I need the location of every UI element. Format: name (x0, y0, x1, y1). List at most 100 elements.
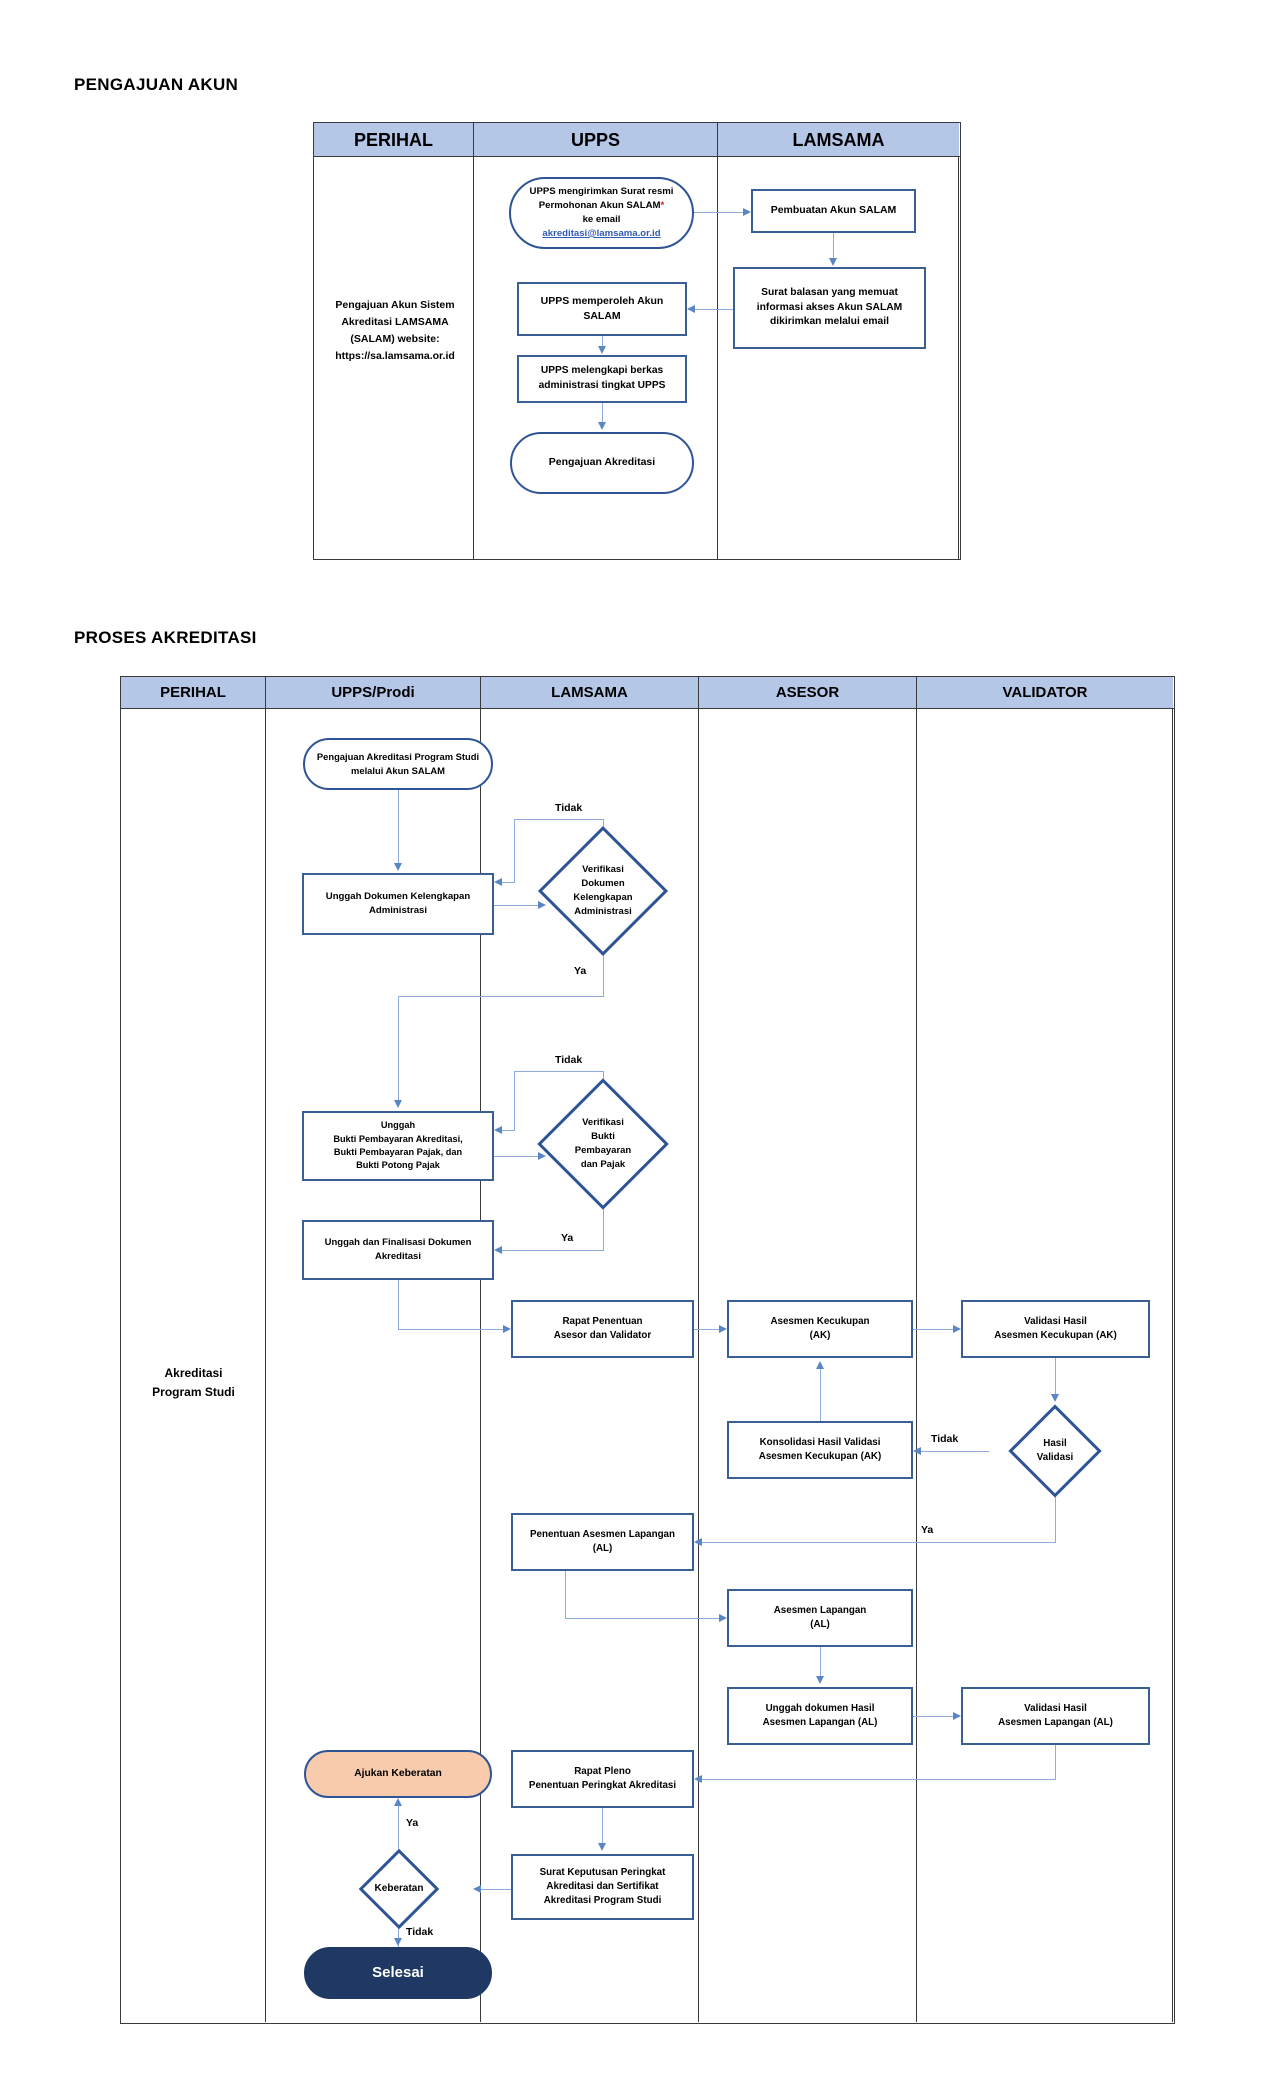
edge-penentuan-al-to-asesmen-lapangan (565, 1618, 719, 1620)
lane-column-perihal (314, 157, 474, 559)
lane2-header-perihal-label: PERIHAL (160, 684, 226, 701)
edge-asesmen-lapangan-to-unggah-al (820, 1647, 822, 1677)
required-asterisk: * (660, 200, 665, 212)
swimlane-chart-pengajuan-akun: PERIHAL UPPS LAMSAMA Pengajuan Akun Sist… (313, 122, 961, 560)
edge-label-ya-4: Ya (406, 1817, 419, 1829)
node-label: Unggah dan Finalisasi Dokumen Akreditasi (324, 1237, 472, 1262)
edge-validasi-al-to-rapat-pleno (702, 1779, 1056, 1781)
node-label: Unggah Bukti Pembayaran Akreditasi, Bukt… (333, 1120, 463, 1171)
node-label: Validasi Hasil Asesmen Lapangan (AL) (998, 1702, 1113, 1728)
lane2-header-upps-prodi: UPPS/Prodi (266, 677, 481, 708)
edge-asesmen-kecukupan-to-validasi (913, 1329, 953, 1331)
node-konsolidasi-hasil-validasi: Konsolidasi Hasil Validasi Asesmen Kecuk… (727, 1421, 913, 1479)
node-label: Selesai (372, 1964, 424, 1982)
edge-verifikasi-bukti-tidak-into-box (502, 1130, 515, 1132)
edge-label-tidak-4: Tidak (406, 1926, 434, 1938)
edge-arrow-left (473, 1884, 481, 1893)
edge-label-ya-3: Ya (921, 1524, 934, 1536)
edge-arrow-right (503, 1324, 511, 1333)
edge-verifikasi-bukti-tidak-up (603, 1071, 605, 1083)
node-verifikasi-dokumen-decision: Verifikasi Dokumen Kelengkapan Administr… (518, 825, 688, 957)
node-label: UPPS melengkapi berkas administrasi ting… (538, 365, 666, 391)
lane-header-lamsama: LAMSAMA (718, 123, 959, 156)
edge-verifikasi-ya-left (398, 996, 604, 998)
edge-arrow-down (598, 346, 606, 354)
lane2-header-lamsama: LAMSAMA (481, 677, 699, 708)
lane-body-2: Akreditasi Program Studi Pengajuan Akred… (121, 709, 1174, 2022)
edge-verifikasi-tidak-down (514, 819, 516, 882)
node-rapat-penentuan-asesor: Rapat Penentuan Asesor dan Validator (511, 1300, 694, 1358)
swimlane-chart-proses-akreditasi: PERIHAL UPPS/Prodi LAMSAMA ASESOR VALIDA… (120, 676, 1175, 2024)
node-validasi-hasil-al: Validasi Hasil Asesmen Lapangan (AL) (961, 1687, 1150, 1745)
node-label: Hasil Validasi (1036, 1437, 1074, 1463)
edge-arrow-right (953, 1711, 961, 1720)
node-label: Keberatan (374, 1882, 424, 1894)
node-lamsama-pembuatan-akun: Pembuatan Akun SALAM (751, 189, 916, 233)
lane2-column-lamsama (481, 709, 699, 2022)
edge-verifikasi-tidak-left (514, 819, 604, 821)
edge-unggah-al-to-validasi-al (913, 1716, 953, 1718)
edge-upps-surat-to-pembuatan (694, 212, 743, 214)
edge-memperoleh-to-melengkapi (602, 336, 604, 347)
node-label: Verifikasi Dokumen Kelengkapan Administr… (573, 864, 633, 917)
edge-arrow-up (394, 1798, 402, 1806)
edge-surat-keputusan-to-keberatan (481, 1889, 512, 1891)
edge-validasi-al-down (1055, 1745, 1057, 1779)
node-upps-kirim-surat: UPPS mengirimkan Surat resmi Permohonan … (509, 177, 694, 249)
email-link[interactable]: akreditasi@lamsama.or.id (542, 227, 661, 239)
edge-melengkapi-to-pengajuan (602, 403, 604, 423)
lane-header-perihal-label: PERIHAL (353, 129, 433, 150)
edge-label-tidak-3: Tidak (931, 1433, 959, 1445)
edge-arrow-down (816, 1676, 824, 1684)
lane2-header-validator-label: VALIDATOR (1002, 684, 1088, 701)
node-label: Unggah dokumen Hasil Asesmen Lapangan (A… (762, 1702, 878, 1728)
node-label: Surat Keputusan Peringkat Akreditasi dan… (539, 1866, 666, 1907)
node-surat-keputusan-peringkat: Surat Keputusan Peringkat Akreditasi dan… (511, 1854, 694, 1920)
edge-pembuatan-to-surat-balasan (833, 233, 835, 259)
edge-keberatan-ya-up (398, 1806, 400, 1852)
edge-verifikasi-tidak-up (603, 819, 605, 831)
node-label: Pembuatan Akun SALAM (770, 204, 897, 217)
edge-verifikasi-bukti-tidak-left (514, 1071, 604, 1073)
node-label: Pengajuan Akreditasi Program Studi melal… (316, 751, 480, 776)
edge-arrow-left (494, 1125, 502, 1134)
lane-header-upps-label: UPPS (570, 129, 621, 150)
lane2-column-asesor (699, 709, 917, 2022)
lane2-header-asesor-label: ASESOR (775, 684, 840, 701)
node-label: Verifikasi Bukti Pembayaran dan Pajak (574, 1117, 632, 1170)
node-label: Rapat Penentuan Asesor dan Validator (553, 1315, 652, 1341)
edge-verifikasi-bukti-ya-down (603, 1206, 605, 1250)
perihal2-description-text: Akreditasi Program Studi (152, 1366, 235, 1400)
lane-column-upps (474, 157, 718, 559)
node-unggah-dokumen-kelengkapan: Unggah Dokumen Kelengkapan Administrasi (302, 873, 494, 935)
edge-penentuan-al-down (565, 1571, 567, 1618)
node-label: Konsolidasi Hasil Validasi Asesmen Kecuk… (758, 1436, 882, 1462)
edge-finalisasi-to-rapat (398, 1329, 503, 1331)
node-penentuan-asesmen-lapangan: Penentuan Asesmen Lapangan (AL) (511, 1513, 694, 1571)
edge-arrow-down (394, 1100, 402, 1108)
edge-label-ya-1: Ya (574, 965, 587, 977)
perihal-description-text: Pengajuan Akun Sistem Akreditasi LAMSAMA… (335, 299, 455, 362)
edge-arrow-right (953, 1324, 961, 1333)
node-label: Rapat Pleno Penentuan Peringkat Akredita… (528, 1765, 677, 1791)
lane2-header-perihal: PERIHAL (121, 677, 266, 708)
edge-arrow-down (394, 863, 402, 871)
node-asesmen-lapangan: Asesmen Lapangan (AL) (727, 1589, 913, 1647)
edge-arrow-up (816, 1361, 824, 1369)
node-label: UPPS memperoleh Akun SALAM (540, 294, 664, 322)
edge-arrow-left (913, 1446, 921, 1455)
edge-arrow-left (494, 877, 502, 886)
edge-keberatan-tidak-down (398, 1927, 400, 1947)
node-keberatan-decision: Keberatan (325, 1848, 473, 1930)
node-line-2: Permohonan Akun SALAM* (511, 199, 692, 213)
node-label: Penentuan Asesmen Lapangan (AL) (530, 1528, 675, 1554)
lane2-column-perihal (121, 709, 266, 2022)
edge-verifikasi-tidak-into-box (502, 882, 515, 884)
section-title-proses-akreditasi: PROSES AKREDITASI (74, 628, 257, 647)
lane2-header-validator: VALIDATOR (917, 677, 1173, 708)
node-pengajuan-akreditasi-prodi: Pengajuan Akreditasi Program Studi melal… (303, 738, 493, 790)
node-label: Validasi Hasil Asesmen Kecukupan (AK) (994, 1315, 1117, 1341)
node-upps-melengkapi-berkas: UPPS melengkapi berkas administrasi ting… (517, 355, 687, 403)
lane-header-perihal: PERIHAL (314, 123, 474, 156)
edge-pengajuan-to-unggah-dok (398, 790, 400, 864)
